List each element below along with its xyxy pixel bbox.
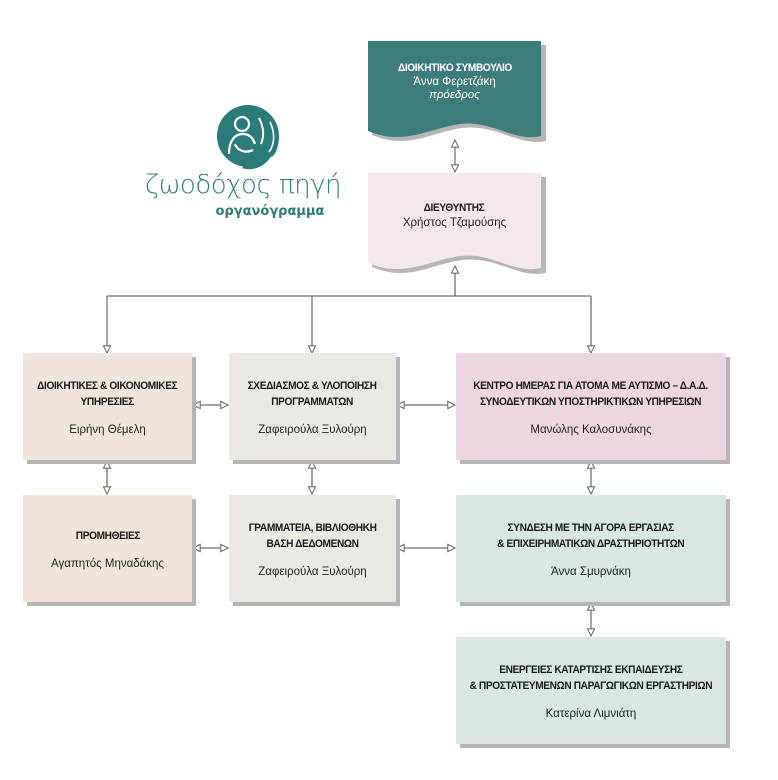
unit-title-line: ΠΡΟΜΗΘΕΙΕΣ <box>75 529 140 542</box>
unit-title-line: ΠΡΟΓΡΑΜΜΑΤΩΝ <box>271 395 354 408</box>
board-node: ΔΙΟΙΚΗΤΙΚΟ ΣΥΜΒΟΥΛΙΟ Άννα Φερετζάκη πρόε… <box>368 62 541 101</box>
unit-person: Άννα Σμυρνάκη <box>551 565 631 578</box>
unit-person: Κατερίνα Λιμνιάτη <box>545 707 637 720</box>
board-node-shape <box>368 41 546 142</box>
unit-title-line: ΣΧΕΔΙΑΣΜΟΣ & ΥΛΟΠΟΙΗΣΗ <box>248 379 377 392</box>
unit-title-line: ΔΙΟΙΚΗΤΙΚΕΣ & ΟΙΚΟΝΟΜΙΚΕΣ <box>37 379 178 392</box>
director-title: ΔΙΕΥΘΥΝΤΗΣ <box>424 202 485 214</box>
unit-title: ΕΝΕΡΓΕΙΕΣ ΚΑΤΑΡΤΙΣΗΣ ΕΚΠΑΙΔΕΥΣΗΣ & ΠΡΟΣΤ… <box>470 662 713 694</box>
unit-title: ΠΡΟΜΗΘΕΙΕΣ <box>75 528 140 544</box>
unit-labor-market: ΣΥΝΔΕΣΗ ΜΕ ΤΗΝ ΑΓΟΡΑ ΕΡΓΑΣΙΑΣ & ΕΠΙΧΕΙΡΗ… <box>456 495 726 602</box>
unit-title-line: ΣΥΝΟΔΕΥΤΙΚΩΝ ΥΠΟΣΤΗΡΙΚΤΙΚΩΝ ΥΠΗΡΕΣΙΩΝ <box>480 395 702 408</box>
board-person: Άννα Φερετζάκη <box>413 76 496 88</box>
unit-title: ΣΥΝΔΕΣΗ ΜΕ ΤΗΝ ΑΓΟΡΑ ΕΡΓΑΣΙΑΣ & ΕΠΙΧΕΙΡΗ… <box>497 520 685 552</box>
unit-title: ΣΧΕΔΙΑΣΜΟΣ & ΥΛΟΠΟΙΗΣΗ ΠΡΟΓΡΑΜΜΑΤΩΝ <box>248 378 377 410</box>
unit-autism-day-center: ΚΕΝΤΡΟ ΗΜΕΡΑΣ ΓΙΑ ΑΤΟΜΑ ΜΕ ΑΥΤΙΣΜΟ – Δ.Α… <box>456 353 726 460</box>
unit-title-line: ΕΝΕΡΓΕΙΕΣ ΚΑΤΑΡΤΙΣΗΣ ΕΚΠΑΙΔΕΥΣΗΣ <box>499 663 683 676</box>
unit-title-line: ΓΡΑΜΜΑΤΕΙΑ, ΒΙΒΛΙΟΘΗΚΗ <box>248 521 377 534</box>
unit-administrative-financial: ΔΙΟΙΚΗΤΙΚΕΣ & ΟΙΚΟΝΟΜΙΚΕΣ ΥΠΗΡΕΣΙΕΣ Ειρή… <box>23 353 192 460</box>
unit-program-planning: ΣΧΕΔΙΑΣΜΟΣ & ΥΛΟΠΟΙΗΣΗ ΠΡΟΓΡΑΜΜΑΤΩΝ Ζαφε… <box>229 353 396 460</box>
director-node: ΔΙΕΥΘΥΝΤΗΣ Χρήστος Τζαμούσης <box>368 202 541 229</box>
unit-person: Αγαπητός Μηναδάκης <box>51 557 164 570</box>
unit-secretariat-library: ΓΡΑΜΜΑΤΕΙΑ, ΒΙΒΛΙΟΘΗΚΗ ΒΑΣΗ ΔΕΔΟΜΕΝΩΝ Ζα… <box>229 495 396 602</box>
person-hands-icon <box>217 105 279 170</box>
brand-name: ζωοδόχος πηγή <box>145 170 341 200</box>
unit-title: ΔΙΟΙΚΗΤΙΚΕΣ & ΟΙΚΟΝΟΜΙΚΕΣ ΥΠΗΡΕΣΙΕΣ <box>37 378 178 410</box>
unit-title-line: ΣΥΝΔΕΣΗ ΜΕ ΤΗΝ ΑΓΟΡΑ ΕΡΓΑΣΙΑΣ <box>507 521 675 534</box>
unit-person: Ζαφειρούλα Ξυλούρη <box>258 423 367 436</box>
logo: ζωοδόχος πηγή οργανόγραμμα <box>145 100 350 230</box>
unit-title-line: & ΠΡΟΣΤΑΤΕΥΜΕΝΩΝ ΠΑΡΑΓΩΓΙΚΩΝ ΕΡΓΑΣΤΗΡΙΩΝ <box>469 679 713 692</box>
unit-person: Ζαφειρούλα Ξυλούρη <box>258 565 367 578</box>
unit-person: Ειρήνη Θέμελη <box>69 423 146 436</box>
unit-title-line: ΒΑΣΗ ΔΕΔΟΜΕΝΩΝ <box>266 537 359 550</box>
board-role: πρόεδρος <box>429 89 480 101</box>
unit-title-line: & ΕΠΙΧΕΙΡΗΜΑΤΙΚΩΝ ΔΡΑΣΤΗΡΙΟΤΗΤΩΝ <box>497 537 685 550</box>
unit-title-line: ΚΕΝΤΡΟ ΗΜΕΡΑΣ ΓΙΑ ΑΤΟΜΑ ΜΕ ΑΥΤΙΣΜΟ – Δ.Α… <box>473 379 709 392</box>
unit-title: ΓΡΑΜΜΑΤΕΙΑ, ΒΙΒΛΙΟΘΗΚΗ ΒΑΣΗ ΔΕΔΟΜΕΝΩΝ <box>249 520 377 552</box>
director-person: Χρήστος Τζαμούσης <box>402 217 507 229</box>
director-node-shape <box>368 173 546 274</box>
board-title: ΔΙΟΙΚΗΤΙΚΟ ΣΥΜΒΟΥΛΙΟ <box>397 62 512 74</box>
unit-title-line: ΥΠΗΡΕΣΙΕΣ <box>80 395 135 408</box>
unit-training-workshops: ΕΝΕΡΓΕΙΕΣ ΚΑΤΑΡΤΙΣΗΣ ΕΚΠΑΙΔΕΥΣΗΣ & ΠΡΟΣΤ… <box>456 637 726 744</box>
brand-subtitle: οργανόγραμμα <box>215 204 325 219</box>
unit-title: ΚΕΝΤΡΟ ΗΜΕΡΑΣ ΓΙΑ ΑΤΟΜΑ ΜΕ ΑΥΤΙΣΜΟ – Δ.Α… <box>474 378 709 410</box>
unit-procurement: ΠΡΟΜΗΘΕΙΕΣ Αγαπητός Μηναδάκης <box>23 495 192 602</box>
unit-person: Μανώλης Καλοσυνάκης <box>530 423 652 436</box>
